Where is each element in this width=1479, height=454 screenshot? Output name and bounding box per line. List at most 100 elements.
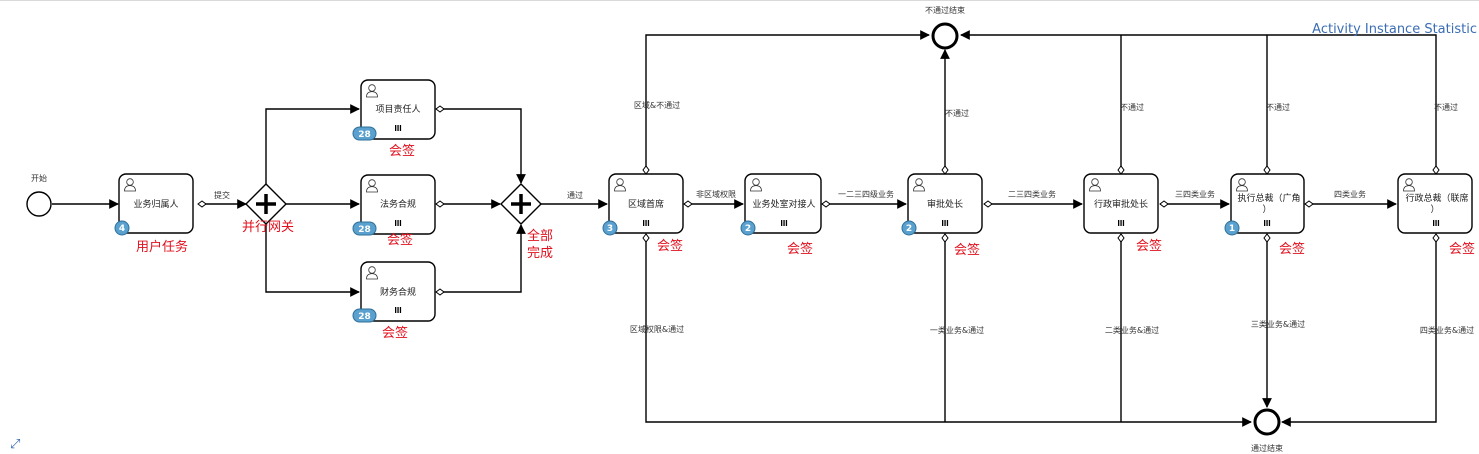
task-label: 审批处长 bbox=[927, 198, 963, 210]
flow-regional-reject[interactable] bbox=[645, 30, 930, 174]
multi-instance-icon bbox=[1118, 220, 1125, 226]
instance-count: 2 bbox=[745, 224, 751, 234]
flow-label-exec-reject: 不通过 bbox=[1266, 102, 1290, 112]
task-business-owner[interactable]: 业务归属人 4 bbox=[114, 173, 194, 236]
task-admin-president[interactable]: 行政总裁（联席 ） bbox=[1397, 173, 1473, 234]
flow-label-tier-4-pass: 四类业务&通过 bbox=[1420, 325, 1474, 335]
instance-count: 28 bbox=[358, 225, 371, 235]
plus-icon bbox=[511, 194, 531, 214]
start-event[interactable] bbox=[26, 191, 52, 217]
multi-instance-icon bbox=[1433, 220, 1440, 226]
flow-label-regional-reject: 区域&不通过 bbox=[634, 100, 680, 110]
flow-regional-pass[interactable] bbox=[645, 234, 1252, 427]
flow-label-admin-president-reject: 不通过 bbox=[1434, 102, 1458, 112]
task-business-contact[interactable]: 业务处室对接人 2 bbox=[740, 173, 822, 236]
multi-instance-icon bbox=[781, 220, 788, 226]
annotations: 用户任务 并行网关 全部 完成 会签 会签 会签 会签 会签 会签 会签 会签 … bbox=[136, 143, 1475, 341]
task-approval-chief[interactable]: 审批处长 2 bbox=[901, 173, 983, 236]
parallel-join-gateway[interactable] bbox=[500, 183, 542, 225]
instance-count: 1 bbox=[1229, 224, 1235, 234]
flow-label-tier-34: 三四类业务 bbox=[1175, 189, 1215, 199]
condition-marker bbox=[983, 200, 993, 208]
reject-end-event-label: 不通过结束 bbox=[925, 5, 965, 15]
instance-badge bbox=[114, 220, 130, 236]
task-admin-approval-chief[interactable]: 行政审批处长 bbox=[1083, 173, 1159, 234]
task-finance-compliance[interactable]: 财务合规 28 bbox=[352, 261, 436, 323]
sequence-flows bbox=[52, 30, 1437, 427]
flow-label-non-regional: 非区域权限 bbox=[696, 189, 736, 199]
instance-count: 4 bbox=[119, 224, 125, 234]
condition-marker bbox=[642, 233, 650, 243]
flow-admin-president-reject[interactable] bbox=[960, 30, 1437, 174]
task-label: 项目责任人 bbox=[375, 103, 420, 115]
annotation-countersign-business-contact: 会签 bbox=[787, 241, 813, 257]
flow-label-tier-234: 二三四类业务 bbox=[1008, 189, 1056, 199]
flow-split-to-finance[interactable] bbox=[265, 224, 360, 297]
task-legal-compliance[interactable]: 法务合规 28 bbox=[352, 174, 436, 236]
flow-label-tier-2-pass: 二类业务&通过 bbox=[1105, 325, 1159, 335]
flow-label-pass: 通过 bbox=[567, 190, 583, 200]
annotation-countersign-regional-head: 会签 bbox=[657, 238, 683, 254]
pass-end-event-label: 通过结束 bbox=[1251, 443, 1283, 453]
task-label-line2: ） bbox=[1262, 204, 1271, 215]
condition-marker bbox=[642, 165, 650, 175]
flow-label-tier-3-pass: 三类业务&通过 bbox=[1251, 319, 1305, 329]
instance-count: 3 bbox=[607, 224, 613, 234]
expand-icon[interactable]: ⤢ bbox=[10, 437, 21, 452]
multi-instance-icon bbox=[1264, 220, 1271, 226]
flow-tier-4-pass[interactable] bbox=[1281, 234, 1437, 427]
instance-badge bbox=[740, 220, 756, 236]
start-event-label: 开始 bbox=[31, 173, 47, 183]
condition-marker bbox=[1432, 165, 1440, 175]
task-label: 财务合规 bbox=[380, 286, 416, 298]
parallel-split-gateway[interactable] bbox=[245, 183, 287, 225]
multi-instance-icon bbox=[942, 220, 949, 226]
flow-label-admin-approval-reject: 不通过 bbox=[1120, 102, 1144, 112]
annotation-all-done-line2: 完成 bbox=[527, 246, 553, 261]
flow-label-tier-1-pass: 一类业务&通过 bbox=[930, 325, 984, 335]
condition-marker bbox=[941, 165, 949, 175]
annotation-countersign-approval-chief: 会签 bbox=[954, 242, 980, 258]
annotation-parallel-gateway: 并行网关 bbox=[242, 220, 294, 235]
task-label: 行政审批处长 bbox=[1094, 198, 1148, 210]
flow-label-tier-4: 四类业务 bbox=[1334, 189, 1366, 199]
condition-marker bbox=[1263, 165, 1271, 175]
task-label-line1: 执行总裁（广角 bbox=[1237, 192, 1300, 204]
pass-end-event[interactable] bbox=[1253, 408, 1281, 436]
reject-end-event[interactable] bbox=[931, 22, 959, 50]
flow-finance-to-join[interactable] bbox=[436, 224, 526, 293]
annotation-countersign-admin-president: 会签 bbox=[1449, 241, 1475, 257]
task-executive-president[interactable]: 执行总裁（广角 ） 1 bbox=[1224, 173, 1305, 236]
flow-label-regional-pass: 区域权限&通过 bbox=[630, 324, 684, 334]
flow-condition-markers bbox=[197, 105, 1440, 296]
annotation-countersign-project-lead: 会签 bbox=[389, 143, 415, 159]
instance-count: 2 bbox=[906, 224, 912, 234]
flow-labels: 提交 通过 非区域权限 区域&不通过 区域权限&通过 一二三四级业务 不通过 二… bbox=[214, 100, 1474, 335]
flow-split-to-project-lead[interactable] bbox=[265, 104, 360, 184]
task-project-lead[interactable]: 项目责任人 28 bbox=[352, 79, 436, 141]
condition-marker bbox=[683, 200, 693, 208]
condition-marker bbox=[941, 233, 949, 243]
task-regional-head[interactable]: 区域首席 3 bbox=[602, 173, 684, 236]
condition-marker bbox=[1304, 200, 1314, 208]
instance-badge bbox=[602, 220, 618, 236]
flow-label-approval-reject: 不通过 bbox=[945, 108, 969, 118]
task-label: 区域首席 bbox=[628, 198, 664, 210]
instance-badge bbox=[1224, 220, 1240, 236]
condition-marker bbox=[1263, 233, 1271, 243]
flow-project-lead-to-join[interactable] bbox=[436, 108, 526, 184]
task-label-line2: ） bbox=[1430, 204, 1439, 215]
annotation-countersign-admin-approval: 会签 bbox=[1136, 238, 1162, 254]
task-label-line1: 行政总裁（联席 bbox=[1405, 192, 1468, 204]
condition-marker bbox=[435, 200, 445, 208]
condition-marker bbox=[821, 200, 831, 208]
multi-instance-icon bbox=[395, 220, 402, 226]
instance-badge bbox=[901, 220, 917, 236]
instance-count: 28 bbox=[358, 312, 371, 322]
condition-marker bbox=[1117, 233, 1125, 243]
activity-instance-statistic-title[interactable]: Activity Instance Statistic bbox=[1312, 22, 1477, 37]
condition-marker bbox=[197, 200, 207, 208]
flow-label-submit: 提交 bbox=[214, 190, 230, 200]
annotation-countersign-legal: 会签 bbox=[387, 232, 413, 248]
annotation-all-done-line1: 全部 bbox=[527, 228, 553, 244]
